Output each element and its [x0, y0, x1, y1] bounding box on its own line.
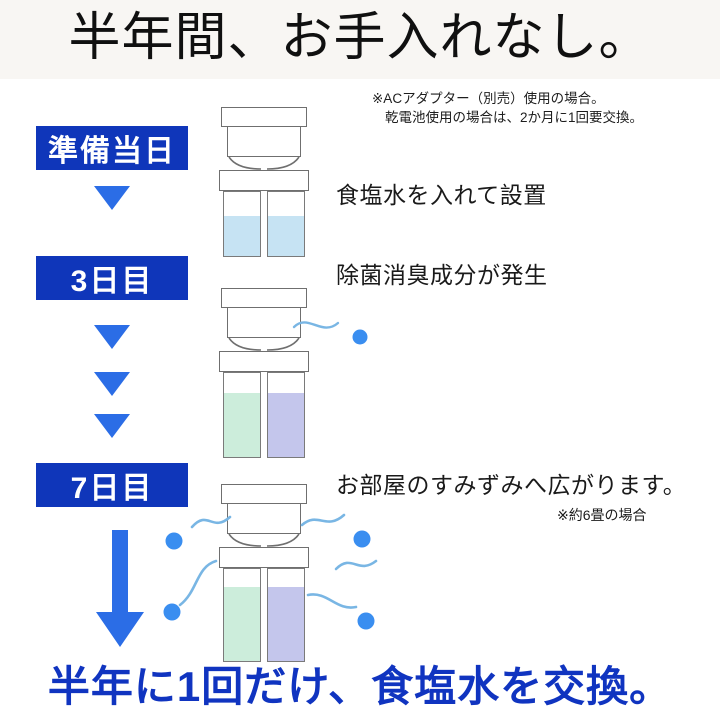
device-tank-left: [223, 191, 261, 257]
device-tank-left: [223, 372, 261, 458]
device-cap: [221, 484, 307, 504]
device-tank-left: [223, 568, 261, 662]
device-fluid-right: [268, 216, 304, 256]
top-note-line2: 乾電池使用の場合は、2か月に1回要交換。: [385, 110, 644, 125]
step-sub-note-day7: ※約6畳の場合: [557, 507, 647, 523]
device-body: [219, 568, 309, 662]
day-label-day3: 3日目: [36, 256, 188, 300]
device-shoulder: [219, 351, 309, 372]
down-triangle-icon: [94, 325, 130, 349]
device-tank-right: [267, 191, 305, 257]
step-text-day7: お部屋のすみずみへ広がります。: [336, 472, 687, 498]
device-illustration-day3: [216, 288, 312, 458]
device-fluid-left: [224, 216, 260, 256]
down-triangle-icon: [94, 372, 130, 396]
device-fluid-left: [224, 393, 260, 457]
device-tank-right: [267, 568, 305, 662]
day-label-text: 準備当日: [48, 135, 176, 168]
day-label-day7: 7日目: [36, 463, 188, 507]
conclusion-text: 半年に1回だけ、食塩水を交換。: [47, 663, 673, 710]
header-band: [0, 0, 720, 79]
device-cap: [221, 107, 307, 127]
device-shoulder: [219, 170, 309, 191]
down-triangle-icon: [94, 414, 130, 438]
down-triangle-icon: [94, 186, 130, 210]
device-funnel: [227, 534, 301, 547]
day-label-text: 7日目: [70, 472, 154, 505]
day-label-preparation: 準備当日: [36, 126, 188, 170]
device-illustration-day7: [216, 484, 312, 662]
device-shoulder: [219, 547, 309, 568]
device-neck: [227, 308, 301, 338]
device-funnel: [227, 338, 301, 351]
spray-dot: [163, 603, 181, 621]
device-fluid-right: [268, 587, 304, 661]
big-down-arrow-icon: [96, 530, 144, 647]
spray-dot: [357, 612, 375, 630]
device-cap: [221, 288, 307, 308]
top-note-line1: ※ACアダプター（別売）使用の場合。: [372, 91, 605, 106]
spray-dot: [165, 532, 183, 550]
device-tank-right: [267, 372, 305, 458]
top-note: ※ACアダプター（別売）使用の場合。 乾電池使用の場合は、2か月に1回要交換。: [372, 89, 643, 127]
step-text-day3: 除菌消臭成分が発生: [336, 262, 548, 288]
device-body: [219, 372, 309, 458]
device-body: [219, 191, 309, 257]
device-illustration-day1: [216, 107, 312, 257]
device-fluid-left: [224, 587, 260, 661]
spray-dot: [353, 530, 371, 548]
step-text-day1: 食塩水を入れて設置: [336, 182, 547, 208]
device-fluid-right: [268, 393, 304, 457]
day-label-text: 3日目: [70, 265, 154, 298]
page-title: 半年間、お手入れなし。: [68, 10, 652, 67]
device-neck: [227, 504, 301, 534]
device-neck: [227, 127, 301, 157]
spray-dot: [352, 329, 368, 345]
device-funnel: [227, 157, 301, 170]
